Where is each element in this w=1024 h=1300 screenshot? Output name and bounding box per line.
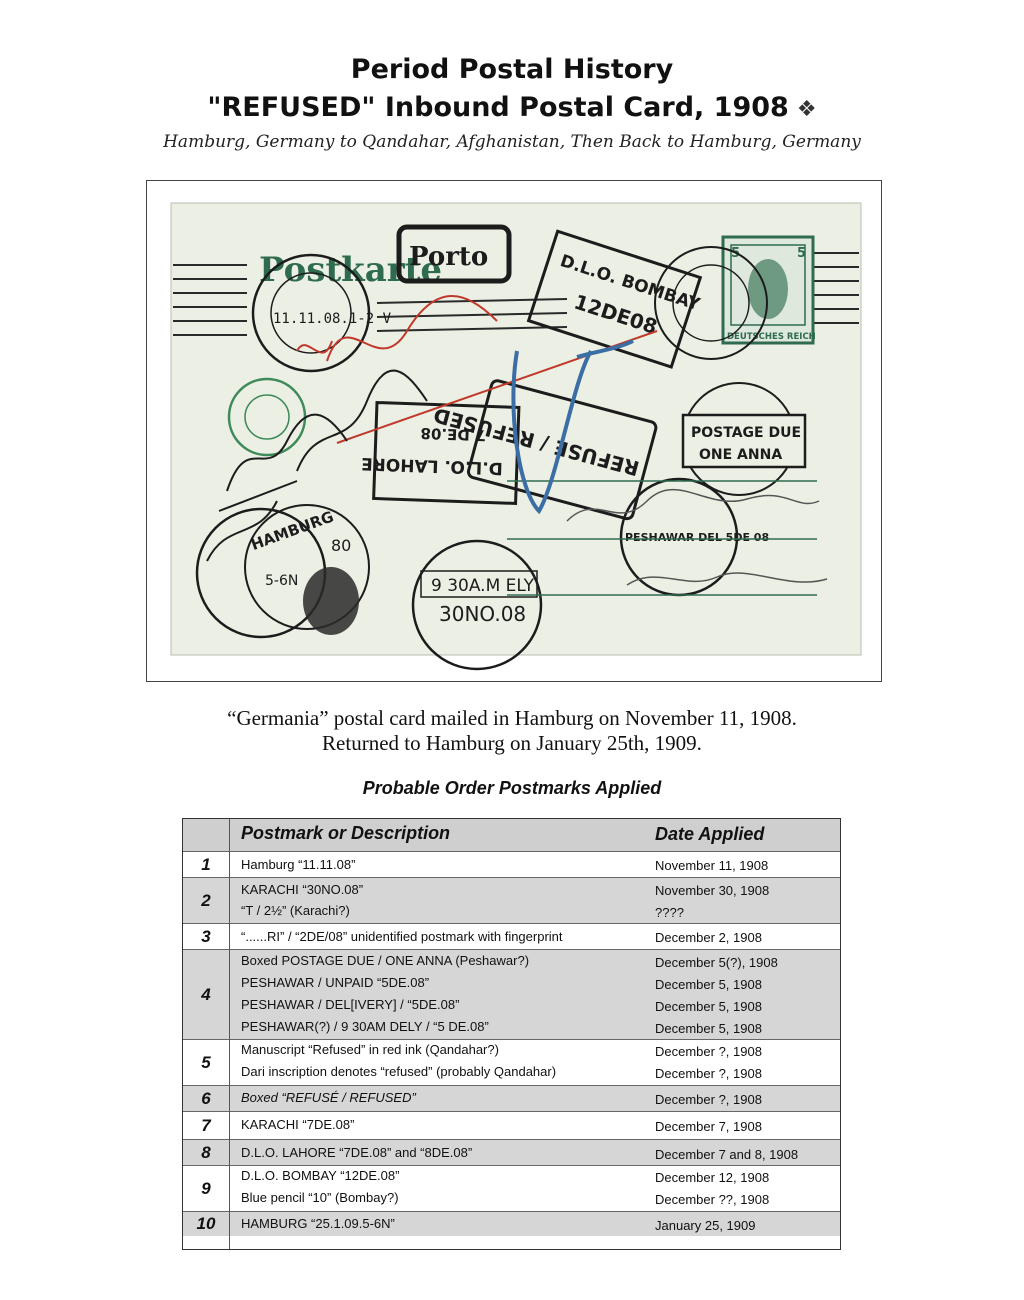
caption-line-1: “Germania” postal card mailed in Hamburg… bbox=[227, 706, 797, 730]
peshawar-time-postmark: 9 30A.M ELY 30NO.08 bbox=[411, 539, 543, 671]
page-subtitle-title: "REFUSED" Inbound Postal Card, 1908 ❖ bbox=[0, 92, 1024, 123]
row-desc: HAMBURG “25.1.09.5-6N” bbox=[241, 1216, 395, 1231]
row-date: December ?, 1908 bbox=[655, 1092, 762, 1107]
row-date: December 5, 1908 bbox=[655, 999, 762, 1014]
table-title: Probable Order Postmarks Applied bbox=[362, 778, 662, 798]
row-number: 7 bbox=[201, 1115, 211, 1135]
table-row: 3 “......RI” / “2DE/08” unidentified pos… bbox=[183, 923, 840, 949]
table-header-row: Postmark or Description Date Applied bbox=[183, 819, 840, 851]
table-row: 1 Hamburg “11.11.08” November 11, 1908 bbox=[183, 851, 840, 877]
hamburg-origin-postmark-2 bbox=[654, 246, 768, 360]
row-date: November 11, 1908 bbox=[655, 858, 769, 873]
row-date: December 7 and 8, 1908 bbox=[655, 1147, 799, 1162]
table-row: 5 Manuscript “Refused” in red ink (Qanda… bbox=[183, 1039, 840, 1085]
postcard-frame: Postkarte Porto 5 5 DEUTSCHES REICH 11.1… bbox=[146, 180, 882, 682]
row-desc: “T / 2½” (Karachi?) bbox=[241, 903, 350, 918]
table-row: 2 KARACHI “30NO.08” November 30, 1908 “T… bbox=[183, 877, 840, 923]
row-number: 1 bbox=[201, 854, 211, 874]
hamburg-origin-postmark: 11.11.08.1-2 V bbox=[251, 253, 392, 373]
row-date: December 2, 1908 bbox=[655, 930, 762, 945]
hamburg-80-text: 80 bbox=[331, 536, 351, 555]
row-desc: PESHAWAR / DEL[IVERY] / “5DE.08” bbox=[241, 997, 460, 1012]
address-lines bbox=[507, 480, 817, 596]
row-date: December 5(?), 1908 bbox=[655, 955, 778, 970]
row-desc: Boxed “REFUSÉ / REFUSED” bbox=[241, 1090, 416, 1105]
title-line2-text: "REFUSED" Inbound Postal Card, 1908 bbox=[207, 92, 789, 123]
row-desc: PESHAWAR / UNPAID “5DE.08” bbox=[241, 975, 430, 990]
table-row: 4 Boxed POSTAGE DUE / ONE ANNA (Peshawar… bbox=[183, 949, 840, 1039]
row-number: 9 bbox=[201, 1178, 211, 1198]
table-row: 9 D.L.O. BOMBAY “12DE.08” December 12, 1… bbox=[183, 1165, 840, 1211]
postage-due-postmark: POSTAGE DUE ONE ANNA bbox=[681, 382, 807, 496]
row-desc: “......RI” / “2DE/08” unidentified postm… bbox=[241, 929, 563, 944]
dlo-lahore-date: 7.DE.08 bbox=[420, 424, 486, 444]
dlo-lahore-postmark: D.L.O. LAHORE 7.DE.08 bbox=[361, 400, 521, 505]
row-date: December 7, 1908 bbox=[655, 1119, 762, 1134]
row-desc: D.L.O. LAHORE “7DE.08” and “8DE.08” bbox=[241, 1145, 473, 1160]
row-date: December ?, 1908 bbox=[655, 1066, 762, 1081]
row-date: December 5, 1908 bbox=[655, 1021, 762, 1036]
row-desc: KARACHI “7DE.08” bbox=[241, 1117, 355, 1132]
row-number: 8 bbox=[201, 1142, 211, 1162]
fingerprint-mark bbox=[303, 567, 359, 635]
dlo-lahore-text: D.L.O. LAHORE bbox=[361, 453, 503, 478]
postcard-image: Postkarte Porto 5 5 DEUTSCHES REICH 11.1… bbox=[170, 202, 862, 671]
table-row: 7 KARACHI “7DE.08” December 7, 1908 bbox=[183, 1111, 840, 1139]
row-number: 6 bbox=[201, 1088, 211, 1108]
hamburg-return-date: 5-6N bbox=[265, 573, 298, 589]
postage-due-text: POSTAGE DUE bbox=[691, 425, 801, 441]
table-column-divider bbox=[229, 819, 230, 1249]
row-desc: Manuscript “Refused” in red ink (Qandaha… bbox=[241, 1042, 499, 1057]
row-date: December 5, 1908 bbox=[655, 977, 762, 992]
row-number: 5 bbox=[201, 1052, 211, 1072]
address-manuscript bbox=[566, 488, 828, 586]
row-number: 3 bbox=[201, 926, 211, 946]
postmark-table: Postmark or Description Date Applied 1 H… bbox=[182, 818, 841, 1250]
row-number: 2 bbox=[201, 890, 211, 910]
header-desc: Postmark or Description bbox=[241, 823, 451, 843]
peshawar-date-text: 30NO.08 bbox=[439, 602, 526, 626]
row-desc: D.L.O. BOMBAY “12DE.08” bbox=[241, 1168, 400, 1183]
header-date: Date Applied bbox=[655, 824, 765, 844]
row-desc: Hamburg “11.11.08” bbox=[241, 857, 356, 872]
hamburg-date-text: 11.11.08.1-2 V bbox=[273, 311, 392, 327]
row-desc: Dari inscription denotes “refused” (prob… bbox=[241, 1064, 557, 1079]
row-number: 10 bbox=[196, 1214, 216, 1233]
table-row: 8 D.L.O. LAHORE “7DE.08” and “8DE.08” De… bbox=[183, 1139, 840, 1165]
table-row: 6 Boxed “REFUSÉ / REFUSED” December ?, 1… bbox=[183, 1085, 840, 1111]
table-row: 10 HAMBURG “25.1.09.5-6N” January 25, 19… bbox=[183, 1211, 840, 1236]
row-date: ???? bbox=[655, 905, 684, 920]
porto-box bbox=[396, 224, 512, 284]
ornament-icon: ❖ bbox=[796, 97, 817, 122]
row-date: December 12, 1908 bbox=[655, 1170, 770, 1185]
caption-line-2: Returned to Hamburg on January 25th, 190… bbox=[322, 731, 702, 755]
row-desc: Boxed POSTAGE DUE / ONE ANNA (Peshawar?) bbox=[241, 953, 530, 968]
page-title: Period Postal History bbox=[350, 54, 674, 85]
peshawar-time-text: 9 30A.M ELY bbox=[431, 576, 535, 596]
row-date: December ?, 1908 bbox=[655, 1044, 762, 1059]
porto-label: Porto bbox=[409, 242, 488, 272]
row-date: December ??, 1908 bbox=[655, 1192, 770, 1207]
peshawar-del-text: PESHAWAR DEL 5DE 08 bbox=[625, 531, 769, 544]
route-subtitle: Hamburg, Germany to Qandahar, Afghanista… bbox=[163, 132, 861, 152]
stamp-country: DEUTSCHES REICH bbox=[727, 332, 816, 342]
row-number: 4 bbox=[201, 984, 211, 1004]
stamp-value-right: 5 bbox=[797, 246, 806, 261]
row-date: November 30, 1908 bbox=[655, 883, 770, 898]
blue-pencil-mark bbox=[511, 339, 634, 515]
germania-stamp: 5 5 DEUTSCHES REICH bbox=[721, 235, 816, 345]
dari-inscription bbox=[206, 369, 428, 562]
row-desc: KARACHI “30NO.08” bbox=[241, 882, 364, 897]
row-desc: PESHAWAR(?) / 9 30AM DELY / “5 DE.08” bbox=[241, 1019, 489, 1034]
one-anna-text: ONE ANNA bbox=[699, 447, 782, 463]
row-desc: Blue pencil “10” (Bombay?) bbox=[241, 1190, 399, 1205]
row-date: January 25, 1909 bbox=[655, 1218, 756, 1233]
